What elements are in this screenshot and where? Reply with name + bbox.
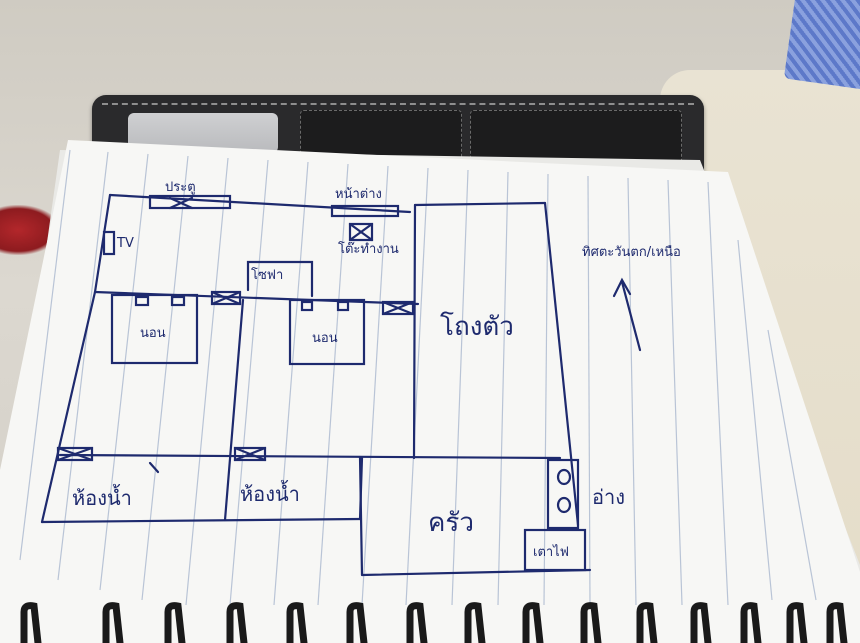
door-label: ประตู: [165, 180, 196, 195]
stove-label: เตาไฟ: [533, 545, 569, 560]
kitchen-label: ครัว: [428, 508, 474, 538]
case-stitching: [102, 103, 694, 105]
window-label: หน้าต่าง: [335, 187, 382, 202]
bathroom-left-label: ห้องน้ำ: [72, 486, 132, 510]
work-desk-label: โต๊ะทำงาน: [338, 242, 399, 257]
paper-sheet: [0, 140, 860, 643]
bathroom-right-label: ห้องน้ำ: [240, 482, 300, 506]
rule-lines: [19, 149, 817, 606]
floor-plan: [40, 193, 642, 577]
direction-label: ทิศตะวันตก/เหนือ: [582, 245, 681, 260]
tv-label: TV: [117, 236, 134, 251]
bed-right-label: นอน: [312, 331, 338, 346]
bed-left-label: นอน: [140, 326, 166, 341]
sofa-label: โซฟา: [251, 268, 284, 283]
sink-label: อ่าง: [592, 485, 626, 509]
living-room-label: โถงตัว: [440, 312, 514, 342]
